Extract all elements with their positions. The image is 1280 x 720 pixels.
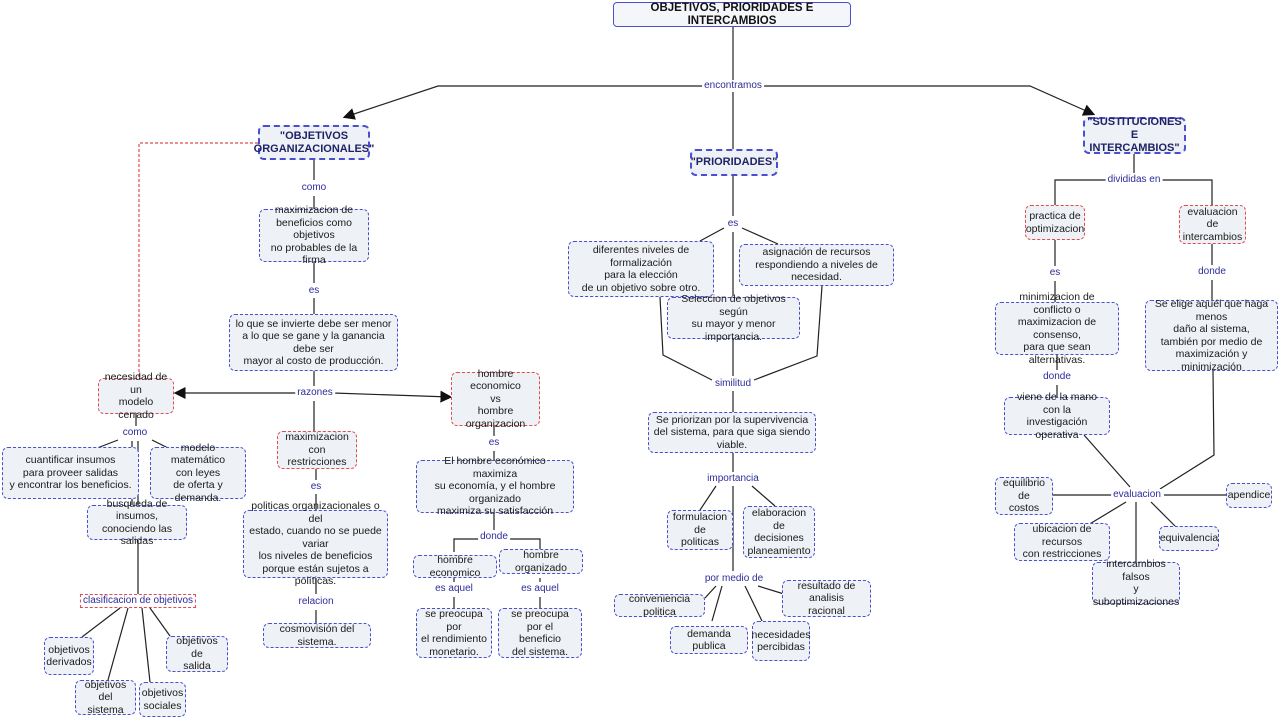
node-diferentes-niveles: diferentes niveles de formalización para… [568, 241, 714, 297]
label-es-aquel: es aquel [433, 583, 475, 595]
label-donde: donde [1041, 371, 1073, 383]
label-encontramos: encontramos [702, 80, 764, 92]
label-es-aquel: es aquel [519, 583, 561, 595]
node-necesidades-percibidas: necesidades percibidas [752, 621, 810, 661]
label-donde: donde [478, 531, 510, 543]
label-divididas-en: divididas en [1105, 174, 1163, 186]
node-hombre-economico-vs: hombre economico vs hombre organizacion [451, 368, 540, 430]
node-demanda-publica: demanda publica [670, 626, 748, 654]
node-lo-que-se-invierte: lo que se invierte debe ser menor a lo q… [229, 314, 398, 371]
label-clasificacion-objetivos: clasificacion de objetivos [79, 594, 197, 608]
label-como: como [120, 427, 150, 439]
node-apendice: apendice [1226, 483, 1272, 508]
node-objetivos-derivados: objetivos derivados [44, 637, 94, 675]
node-intercambios-falsos: intercambios falsos y suboptimizaciones [1092, 558, 1180, 608]
node-conveniencia-politica: conveniencia politica [614, 593, 705, 618]
node-modelo-matematico: modelo matemático con leyes de oferta y … [150, 442, 246, 504]
node-busqueda-insumos: busqueda de insumos, conociendo las sali… [87, 498, 187, 547]
node-formulacion-politicas: formulacion de politicas [667, 510, 733, 550]
node-hombre-economico: hombre economico [413, 554, 497, 579]
label-como: como [299, 182, 329, 194]
label-razones: razones [295, 387, 335, 399]
node-evaluacion-intercambios: evaluacion de intercambios [1179, 205, 1246, 244]
node-hombre-economico-maximiza: El hombre económico maximiza su economía… [416, 455, 574, 517]
node-maximizacion-beneficios: maximizacion de beneficios como objetivo… [259, 204, 369, 266]
map-title: OBJETIVOS, PRIORIDADES E INTERCAMBIOS [613, 2, 851, 27]
node-minimizacion-conflicto: minimizacion de conflicto o maximizacion… [995, 291, 1119, 366]
node-cosmovision: cosmovisión del sistema. [263, 623, 371, 648]
node-practica-optimizacion: practica de optimizacion [1025, 205, 1085, 240]
node-politicas-organizacionales: politicas organizacionales o del estado,… [243, 500, 388, 587]
node-viene-mano: viene de la mano con la investigación op… [1004, 391, 1110, 441]
label-por-medio-de: por medio de [702, 573, 766, 585]
branch-objetivos-organizacionales: "OBJETIVOS ORGANIZACIONALES" [254, 125, 374, 160]
node-equivalencia: equivalencia [1159, 526, 1219, 551]
node-cuantificar-insumos: cuantificar insumos para proveer salidas… [2, 447, 139, 499]
node-objetivos-sistema: objetivos del sistema [75, 679, 136, 716]
node-rendimiento-monetario: se preocupa por el rendimiento monetario… [416, 608, 492, 658]
label-relacion: relacion [296, 596, 336, 608]
node-resultado-analisis: resultado de analisis racional [782, 580, 871, 617]
label-similitud: similitud [712, 378, 754, 390]
node-se-priorizan: Se priorizan por la supervivencia del si… [648, 412, 816, 453]
label-evaluacion: evaluacion [1111, 489, 1163, 501]
node-elaboracion-decisiones: elaboracion de decisiones planeamiento [743, 506, 815, 558]
branch-prioridades: "PRIORIDADES" [690, 149, 778, 176]
node-asignacion-recursos: asignación de recursos respondiendo a ni… [739, 244, 894, 286]
label-importancia: importancia [705, 473, 761, 485]
node-objetivos-salida: objetivos de salida [166, 635, 228, 672]
node-ubicacion-recursos: ubicacion de recursos con restricciones [1014, 523, 1110, 561]
label-es: es [308, 481, 324, 493]
node-maximizacion-restricciones: maximizacion con restricciones [277, 431, 357, 469]
node-necesidad-modelo-cerrado: necesidad de un modelo cerrado [98, 371, 174, 421]
node-hombre-organizado: hombre organizado [499, 549, 583, 574]
label-es: es [486, 437, 502, 449]
branch-sustituciones-intercambios: "SUSTITUCIONES E INTERCAMBIOS" [1083, 116, 1186, 154]
label-es: es [1047, 267, 1063, 279]
label-es: es [306, 285, 322, 297]
node-se-elige: Se elige aquél que haga menos daño al si… [1145, 298, 1278, 373]
node-seleccion-objetivos: Seleccion de objetivos según su mayor y … [667, 293, 800, 343]
node-objetivos-sociales: objetivos sociales [139, 682, 186, 717]
node-equilibrio-costos: equilibrio de costos [995, 477, 1053, 515]
label-donde: donde [1196, 266, 1228, 278]
node-beneficio-sistema: se preocupa por el beneficio del sistema… [498, 608, 582, 658]
label-es: es [725, 218, 741, 230]
